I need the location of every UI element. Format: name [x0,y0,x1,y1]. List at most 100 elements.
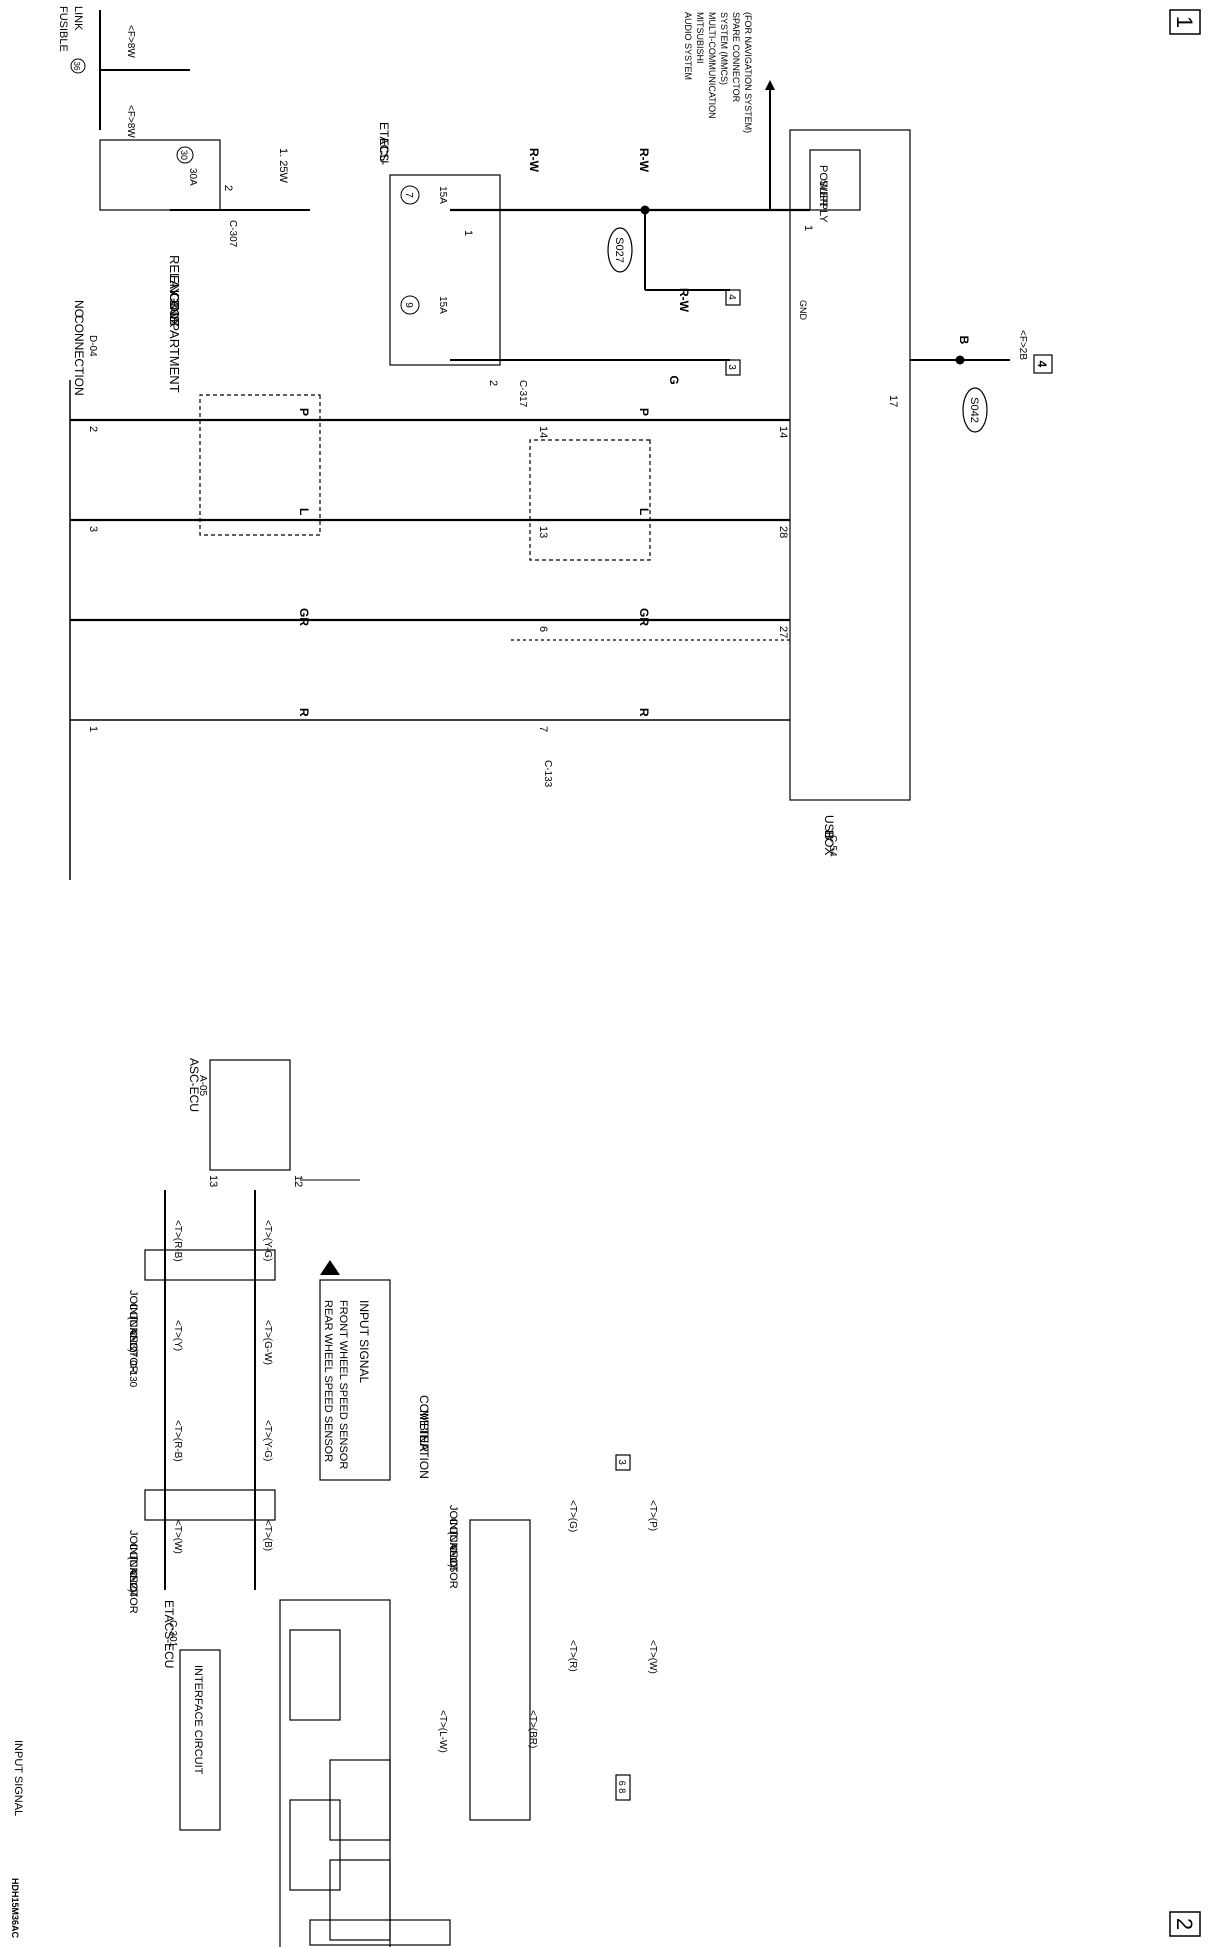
can-line-label: <T>(Y) [172,1320,183,1351]
no-connection: NO [72,300,86,318]
audio-note-line: SPARE CONNECTOR [731,12,741,103]
signal-wire-color: R [637,708,651,717]
twisted-pair-box-mid [529,439,651,561]
splice-s027-label: S027 [613,237,625,263]
analog-box-2 [289,1799,341,1891]
relay-wire-label: 1. 25W [277,148,289,183]
signal-wire-pin: 1 [87,726,99,732]
ground-label-box [1033,354,1053,374]
page-marker-box [1169,9,1201,35]
ground-label: 4 [1035,361,1049,368]
jc-label: CONNECTOR [127,1543,139,1614]
meter-ref: 6 8 [617,1781,627,1794]
asc-ecu-conn: A-05 [197,1075,208,1097]
can1-label: <T>(L-W) [437,1710,448,1753]
signal-wire-pin: 13 [537,526,549,538]
ref-3: 3 [726,364,737,370]
can-line-label: <T>(Y-G) [262,1420,273,1461]
input-signal-top-box [319,1279,391,1481]
fusible-link-number-circle [70,58,86,74]
jc-label: JOINT [447,1505,459,1537]
jc-conn: C-127 [127,1330,138,1358]
audio-note-line: SYSTEM (MMCS) [719,12,729,85]
input-signal-item: REAR WHEEL SPEED SENSOR [322,1300,334,1462]
meter-label: METER [417,1410,431,1452]
gnd-label: GND [798,300,808,321]
jc-can1-box [469,1519,531,1821]
input-signal-title: INPUT SIGNAL [357,1300,371,1383]
signal-wire-pin: 6 [537,626,549,632]
usb-box [789,129,911,801]
fuse-9-pin: 2 [487,380,499,386]
asc-ecu-label: ASC-ECU [187,1058,201,1112]
usb-box-label: BOX [822,830,836,855]
gnd-pin: 17 [887,395,899,407]
audio-note-line: (FOR NAVIGATION SYSTEM) [743,12,753,133]
etacs-ecu-lower-box [279,1599,391,1947]
fuse-9-amps: 15A [437,296,448,314]
asc-pin: 13 [207,1175,219,1187]
jc-can3-box [144,1249,276,1281]
splice-s027-ellipse [607,227,633,273]
fusible-link-label: FUSIBLE [57,6,69,52]
meter-label: COMBINATION [417,1395,431,1479]
audio-note-line: MULTI-COMMUNICATION [707,12,717,119]
power-supply-box [809,149,861,211]
splice-s042-label: S042 [968,397,980,423]
etacs-lower-label: ETACS-ECU [162,1600,176,1668]
etacs-lower-conn: C-301 [167,1620,178,1648]
asc-pin: 12 [292,1175,304,1187]
signal-wire-color: L [297,508,311,515]
etacs-label: ETACS- [377,122,391,165]
power-supply-label: POWER [817,165,829,207]
wire-label: <F>8W [125,105,136,138]
fuse-7-circle [400,185,420,205]
input-signal-item: FRONT WHEEL SPEED SENSOR [337,1300,349,1469]
signal-wire-color: P [637,408,651,416]
input-signal-title: INPUT SIGNAL [12,1740,24,1816]
etacs-fuse-box [389,174,501,366]
wire-b-label: B [957,336,971,345]
fusible-link-number: 36 [72,62,81,71]
signal-wire-pin: 7 [537,726,549,732]
analog-box-1 [289,1629,341,1721]
fuse-9-number: 9 [403,302,414,308]
wire-rw-label: R-W [677,288,691,313]
interface-circuit-box [179,1649,221,1831]
power-pin: 1 [802,225,814,231]
relay-conn: C-307 [227,220,238,248]
input-arrow-top [320,1260,340,1275]
jc-can2-box [144,1489,276,1521]
can-line-label: <T>(Y-G) [262,1220,273,1261]
signal-wire-color: R [297,708,311,717]
can-line-label: <T>(G-W) [262,1320,273,1365]
fuse-7-number: 7 [403,192,414,198]
jc-label: CONNECTOR [127,1303,139,1374]
splice-s042-ellipse [962,387,988,433]
figure-code: HDH15M36AC [10,1878,20,1939]
wire-rw-label: R-W [637,148,651,173]
no-connection: CONNECTION [72,315,86,396]
signal-wire-color: GR [637,608,651,626]
can1-label: <T>(BR) [527,1710,538,1748]
relay-box-label: COMPARTMENT [167,292,182,393]
splice-s042-dot [955,355,965,365]
relay-box-label: ENGINE [167,275,182,325]
page-marker-2: 2 [1172,1918,1197,1930]
fuse-30-number: 30 [179,150,189,160]
wire-label: <F>8W [125,25,136,58]
power-supply-label: SUPPLY [817,180,829,223]
audio-note-line: AUDIO SYSTEM [683,12,693,80]
can-line-label: <T>(B) [262,1520,273,1551]
c130-conn: C-130 [127,1360,138,1388]
meter-wire: <T>(G) [567,1500,578,1532]
ref-4: 4 [726,294,737,300]
meter-ref3-box [615,1454,631,1471]
etacs-label: ECU [377,138,391,163]
ground-wire-label: <F>2B [1017,330,1028,360]
twisted-pair-box-upper [199,394,321,536]
spacer-box [309,1919,451,1946]
jc-label: (CAN2) [127,1556,139,1593]
meter-wire: <T>(P) [647,1500,658,1531]
